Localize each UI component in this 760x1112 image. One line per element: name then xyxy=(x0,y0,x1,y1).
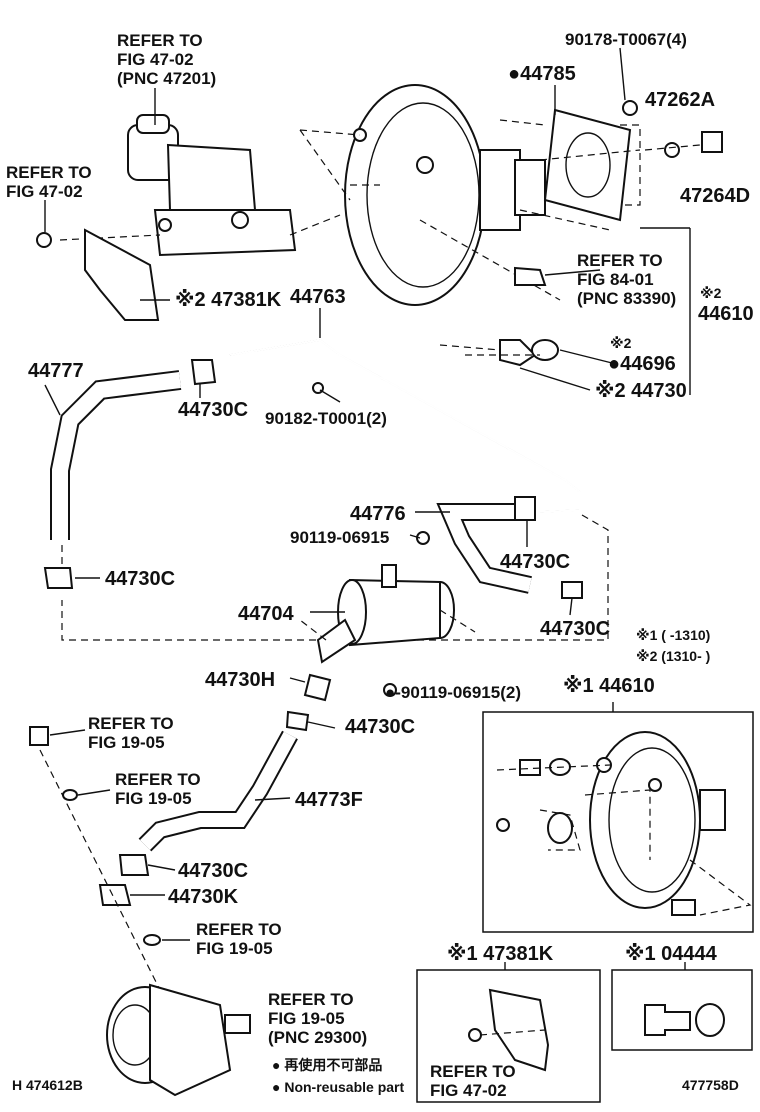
refer-fig-47-02-pnc-line3: (PNC 47201) xyxy=(117,69,216,88)
part-47381k-box: ※1 47381K xyxy=(447,943,554,965)
part-44776: 44776 xyxy=(350,503,406,525)
part-44696-mark: ※2 xyxy=(610,335,632,351)
part-44730k: 44730K xyxy=(168,886,239,908)
part-44730h: 44730H xyxy=(205,669,275,691)
box-47381k xyxy=(416,962,601,1103)
part-44730: ※2 44730 xyxy=(595,380,687,402)
check-valve-44730 xyxy=(439,227,691,395)
booster-dashed-guides xyxy=(299,119,701,301)
part-44730c-a: 44730C xyxy=(178,399,248,421)
part-44785: ●44785 xyxy=(508,63,576,85)
refer-fig-47-02-box-line1: REFER TO xyxy=(430,1062,516,1081)
refer-fig-47-02-left-line2: FIG 47-02 xyxy=(6,182,83,201)
footer-left-code: H 474612B xyxy=(12,1077,83,1093)
part-90178-t0067: 90178-T0067(4) xyxy=(565,30,687,49)
hose-44776 xyxy=(436,496,583,599)
refer-fig-84-01-line3: (PNC 83390) xyxy=(577,289,676,308)
part-44777: 44777 xyxy=(28,360,84,382)
part-44773f: 44773F xyxy=(295,789,363,811)
part-90182-t0001: 90182-T0001(2) xyxy=(265,409,387,428)
refer-fig-19-05-pnc-line2: FIG 19-05 xyxy=(268,1009,345,1028)
part-44610-main: 44610 xyxy=(698,303,754,325)
part-44730c-b: 44730C xyxy=(500,551,570,573)
part-44696: ●44696 xyxy=(608,353,676,375)
refer-fig-19-05-c-line1: REFER TO xyxy=(196,920,282,939)
refer-fig-19-05-c-line2: FIG 19-05 xyxy=(196,939,273,958)
refer-fig-19-05-b-line1: REFER TO xyxy=(115,770,201,789)
refer-fig-47-02-pnc-line2: FIG 47-02 xyxy=(117,50,194,69)
box-04444 xyxy=(611,962,753,1051)
legend-en: ● Non-reusable part xyxy=(272,1079,404,1095)
refer-fig-47-02-left-line1: REFER TO xyxy=(6,163,92,182)
vacuum-tank-44704 xyxy=(299,531,476,697)
leader-lines xyxy=(44,47,626,941)
part-44730c-c: 44730C xyxy=(105,568,175,590)
refer-fig-19-05-a-line2: FIG 19-05 xyxy=(88,733,165,752)
part-47381k-main: ※2 47381K xyxy=(175,289,282,311)
part-04444-box: ※1 04444 xyxy=(625,943,718,965)
note-2: ※2 (1310- ) xyxy=(636,648,710,664)
part-44610-box: ※1 44610 xyxy=(563,675,655,697)
refer-fig-19-05-a-line1: REFER TO xyxy=(88,714,174,733)
refer-fig-19-05-b-line2: FIG 19-05 xyxy=(115,789,192,808)
legend-jp: ● 再使用不可部品 xyxy=(272,1057,382,1073)
part-44730c-e: 44730C xyxy=(345,716,415,738)
bracket-47381k xyxy=(36,228,160,321)
vacuum-pump xyxy=(29,726,251,1097)
master-cylinder xyxy=(59,114,341,257)
part-90119-06915-a: 90119-06915 xyxy=(290,528,389,547)
box-44610-alt xyxy=(482,702,754,933)
part-44730c-d: 44730C xyxy=(540,618,610,640)
part-44610-main-mark: ※2 xyxy=(700,285,722,301)
refer-fig-19-05-pnc-line1: REFER TO xyxy=(268,990,354,1009)
hose-44773f xyxy=(98,673,332,906)
part-90119-06915-b: ●-90119-06915(2) xyxy=(385,683,521,702)
part-44704: 44704 xyxy=(238,603,294,625)
part-44763: 44763 xyxy=(290,286,346,308)
part-47262a: 47262A xyxy=(645,89,715,111)
refer-fig-47-02-pnc-line1: REFER TO xyxy=(117,31,203,50)
refer-fig-84-01-line1: REFER TO xyxy=(577,251,663,270)
refer-fig-47-02-box-line2: FIG 47-02 xyxy=(430,1081,507,1100)
brake-booster-assembly xyxy=(344,84,723,306)
note-1: ※1 ( -1310) xyxy=(636,627,710,643)
part-47264d: 47264D xyxy=(680,185,750,207)
footer-right-code: 477758D xyxy=(682,1077,739,1093)
hose-44777 xyxy=(43,359,217,589)
part-44730c-f: 44730C xyxy=(178,860,248,882)
refer-fig-84-01-line2: FIG 84-01 xyxy=(577,270,654,289)
refer-fig-19-05-pnc-line3: (PNC 29300) xyxy=(268,1028,367,1047)
vacuum-pipe-44763 xyxy=(61,338,609,641)
